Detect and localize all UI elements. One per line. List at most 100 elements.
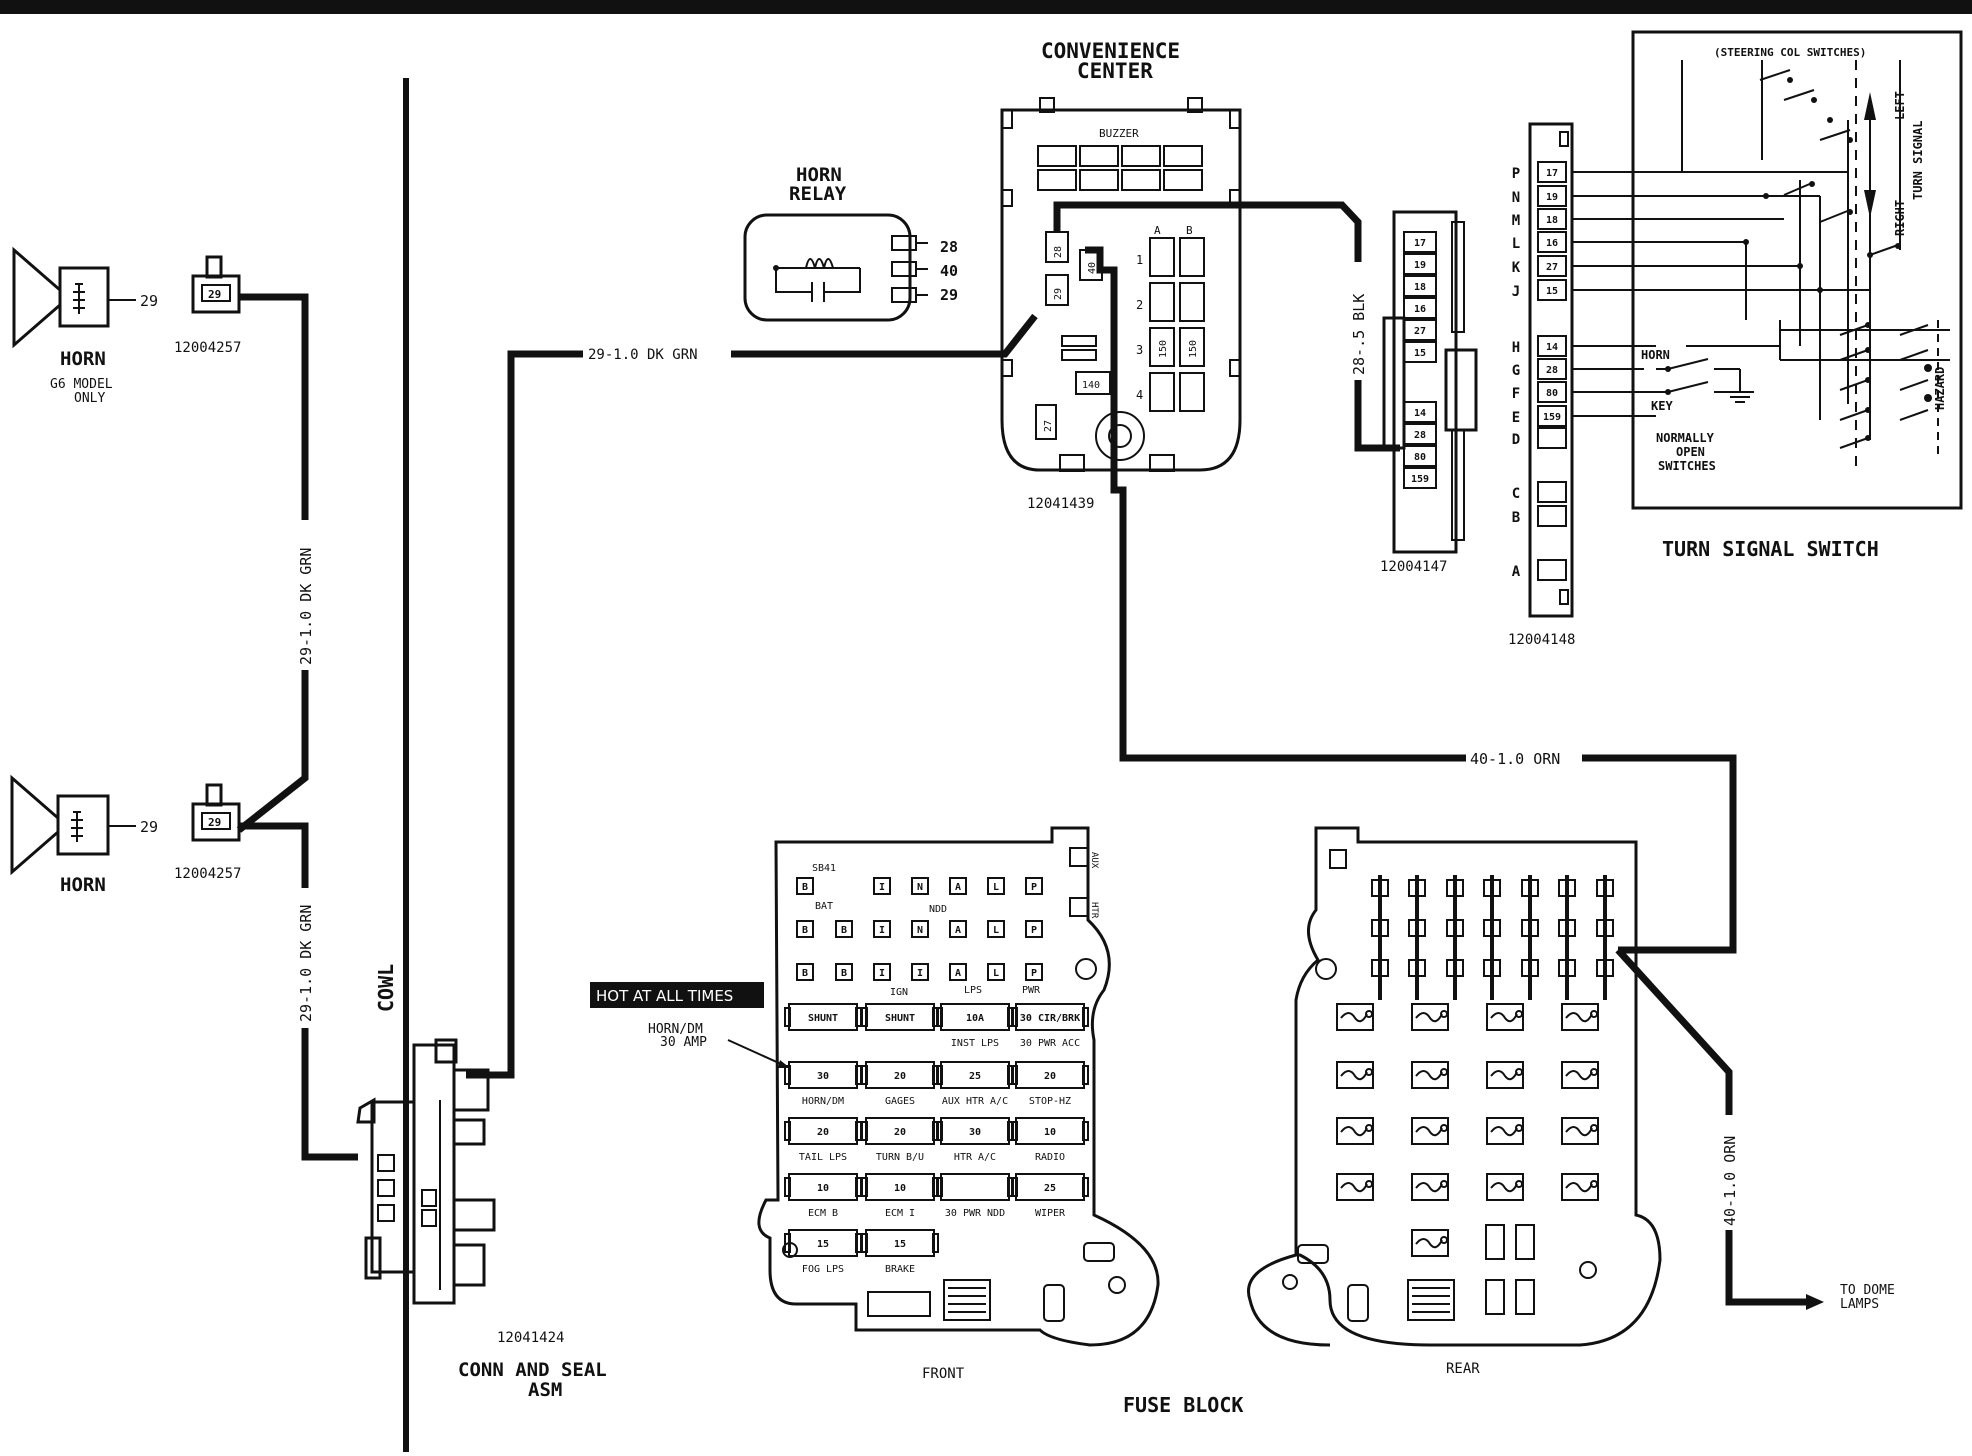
normally-open-1: NORMALLY xyxy=(1656,431,1715,445)
rear-pin xyxy=(1590,1068,1598,1076)
horn-lower-label: HORN xyxy=(60,874,106,896)
front-fuse-tab xyxy=(936,1121,943,1141)
front-fuse-tab xyxy=(855,1121,862,1141)
mid-pin-label: 14 xyxy=(1414,408,1426,419)
mid-pin-box xyxy=(1403,341,1437,363)
front-fuse-tab xyxy=(784,1007,791,1027)
cc-cell-40: 40 xyxy=(1087,262,1098,274)
front-letter-box xyxy=(911,963,929,981)
front-fuse-circuit: TAIL LPS xyxy=(799,1152,847,1163)
right-pin-letter: E xyxy=(1512,410,1520,426)
mid-pin-label: 28 xyxy=(1414,430,1426,441)
front-fuse-rating: 10 xyxy=(817,1183,829,1194)
right-pin-box xyxy=(1537,185,1567,207)
front-letter-box xyxy=(1025,877,1043,895)
rear-slot xyxy=(1411,1003,1449,1031)
rear-link xyxy=(1565,1070,1593,1081)
rear-pin xyxy=(1365,1068,1373,1076)
front-fuse-circuit: STOP-HZ xyxy=(1029,1096,1071,1107)
mid-pin-box xyxy=(1403,275,1437,297)
buzzer-label: BUZZER xyxy=(1099,127,1139,140)
front-fuse-rating: SHUNT xyxy=(808,1013,838,1024)
fuse-block-rear xyxy=(1247,826,1662,1347)
turn-signal-switch xyxy=(1572,30,1963,510)
right-pin-letter: L xyxy=(1512,236,1520,252)
front-letter: A xyxy=(955,968,961,979)
rear-pin xyxy=(1365,1180,1373,1188)
rear-slot xyxy=(1561,1117,1599,1145)
relay-pin-28: 28 xyxy=(940,238,958,256)
front-letter-box xyxy=(949,920,967,938)
svg-text:29: 29 xyxy=(208,816,221,829)
front-fuse-circuit: 30 PWR NDD xyxy=(945,1208,1005,1219)
right-pin-label: 80 xyxy=(1546,388,1558,399)
right-pin-box xyxy=(1537,559,1567,581)
front-fuse-rating: 30 xyxy=(969,1127,981,1138)
front-fuse-rating: 30 xyxy=(817,1071,829,1082)
rear-pin xyxy=(1440,1068,1448,1076)
right-pin-letter: B xyxy=(1512,510,1520,526)
front-fuse-rating: 10A xyxy=(966,1013,984,1024)
wire-label-orn-h: 40-1.0 ORN xyxy=(1470,750,1560,768)
front-letter-box xyxy=(796,877,814,895)
ndd-label: NDD xyxy=(929,904,947,915)
conn-seal-part: 12041424 xyxy=(497,1330,564,1346)
wire-cc xyxy=(466,313,1038,1079)
horn-relay xyxy=(743,213,928,322)
rear-link xyxy=(1490,1070,1518,1081)
horn-dm-callout-1: HORN/DM xyxy=(648,1022,703,1037)
mid-pin-box xyxy=(1403,445,1437,467)
front-fuse-tab xyxy=(861,1007,868,1027)
front-fuse-circuit: GAGES xyxy=(885,1096,915,1107)
front-fuse-circuit: HORN/DM xyxy=(802,1096,844,1107)
front-letter: L xyxy=(993,882,999,893)
rear-pin xyxy=(1440,1124,1448,1132)
right-pin-letter: G xyxy=(1512,363,1520,379)
mid-pin-box xyxy=(1403,253,1437,275)
connector-12004147 xyxy=(1382,210,1478,554)
cc-cell-140: 140 xyxy=(1082,380,1100,391)
rear-slot xyxy=(1411,1173,1449,1201)
front-letter: B xyxy=(841,968,847,979)
front-letter-box xyxy=(911,877,929,895)
turn-signal-label: TURN SIGNAL xyxy=(1911,121,1925,200)
right-label: RIGHT xyxy=(1893,200,1907,236)
rear-slot xyxy=(1561,1003,1599,1031)
front-fuse-rating: 20 xyxy=(894,1127,906,1138)
front-fuse-tab xyxy=(1011,1065,1018,1085)
front-fuse-tab xyxy=(1082,1007,1089,1027)
right-pin-letter: A xyxy=(1512,564,1521,580)
front-letter-box xyxy=(911,920,929,938)
front-fuse-rating: 10 xyxy=(1044,1127,1056,1138)
horn-relay-label-2: RELAY xyxy=(789,183,847,205)
front-fuse xyxy=(940,1173,1010,1201)
front-fuse-rating: 25 xyxy=(969,1071,981,1082)
wire-label-horn-vert: 29-1.0 DK GRN xyxy=(297,548,315,665)
front-letter: B xyxy=(802,968,808,979)
top-border xyxy=(0,0,1972,14)
right-pin-box xyxy=(1537,279,1567,301)
cc-row-4: 4 xyxy=(1136,388,1143,402)
horn-upper-label: HORN xyxy=(60,348,106,370)
horn-upper-note-1: G6 MODEL xyxy=(50,377,113,392)
rear-link xyxy=(1415,1070,1443,1081)
mid-pin-box xyxy=(1403,423,1437,445)
front-fuse-circuit: AUX HTR A/C xyxy=(942,1096,1008,1107)
front-letter-box xyxy=(949,877,967,895)
front-letter: I xyxy=(917,968,923,979)
right-pin-label: 18 xyxy=(1546,215,1558,226)
rear-slot xyxy=(1411,1229,1449,1257)
right-pin-letter: P xyxy=(1512,166,1520,182)
right-pin-box xyxy=(1537,335,1567,357)
normally-open-2: OPEN xyxy=(1676,445,1705,459)
cc-cell-150b: 150 xyxy=(1188,340,1199,358)
front-fuse-tab xyxy=(855,1065,862,1085)
right-pin-letter: N xyxy=(1512,190,1520,206)
rear-slot xyxy=(1336,1117,1374,1145)
mid-pin-label: 27 xyxy=(1414,326,1426,337)
mid-pin-box xyxy=(1403,467,1437,489)
front-fuse-rating: 15 xyxy=(817,1239,829,1250)
